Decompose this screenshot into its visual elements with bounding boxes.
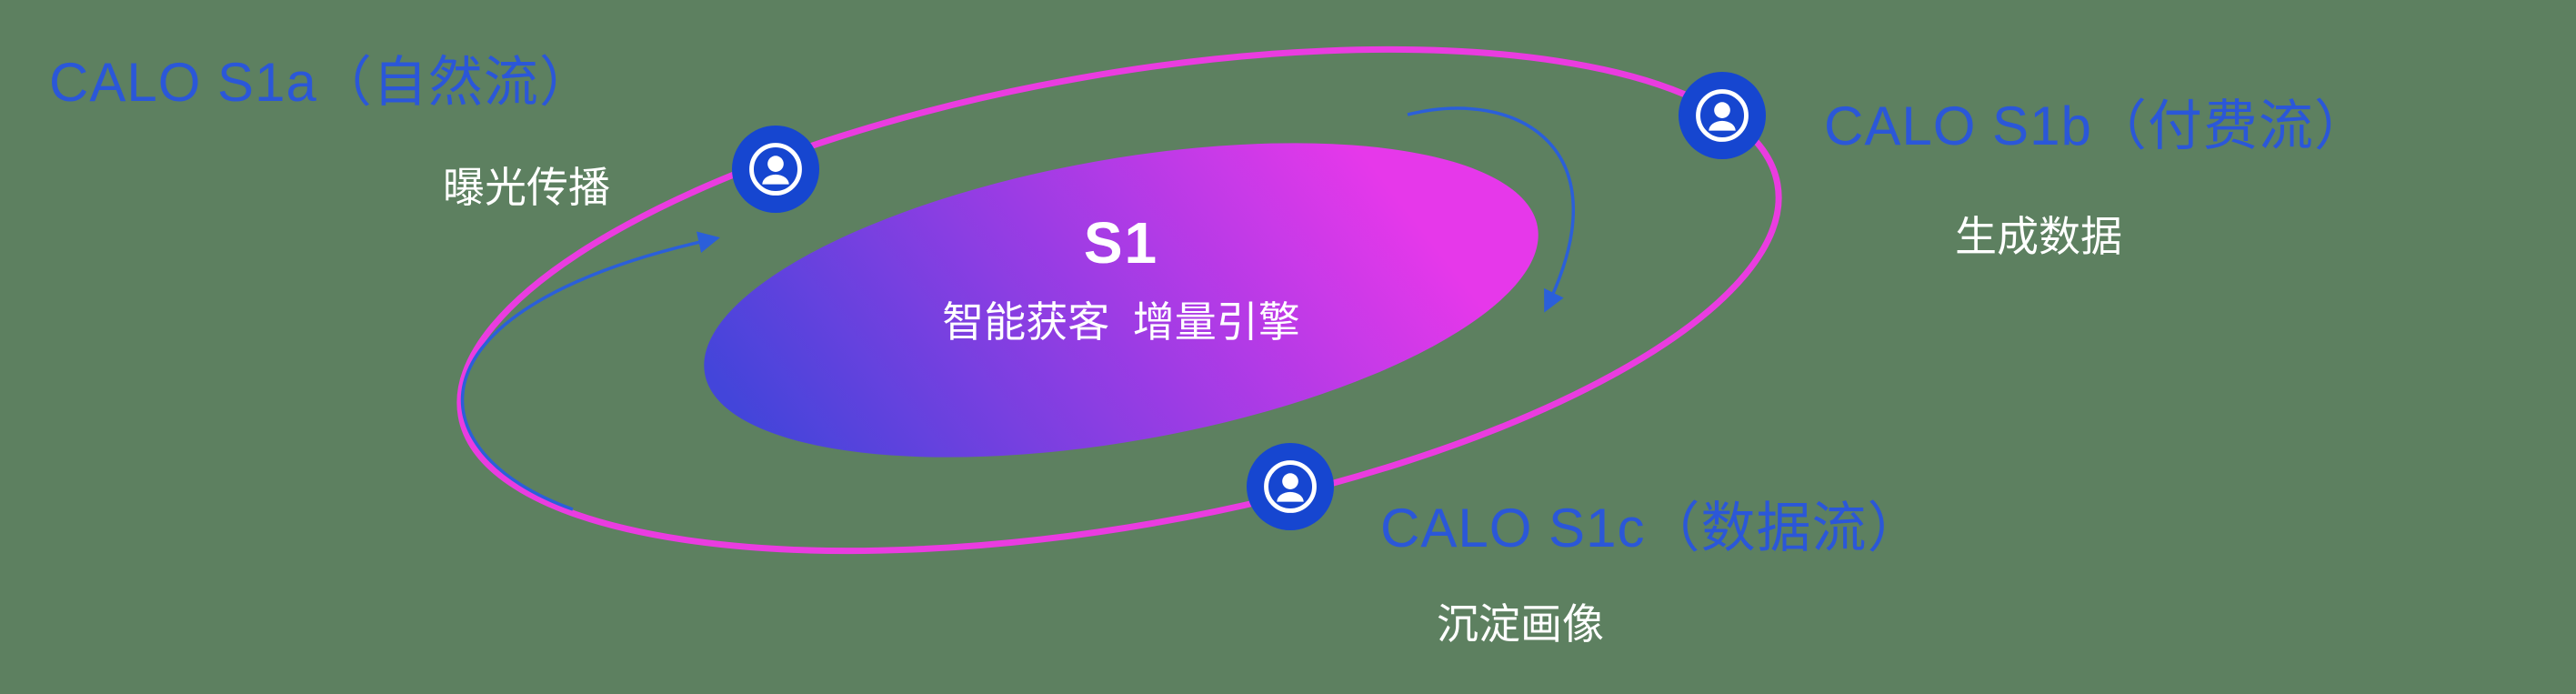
sublabel-s1c: 沉淀画像 (1437, 600, 1604, 648)
node-s1c (1246, 442, 1335, 531)
flow-arrow-right (1407, 106, 1575, 313)
center-subtitle: 智能获客 增量引擎 (942, 298, 1300, 346)
node-s1a (731, 125, 820, 214)
sublabel-s1b: 生成数据 (1955, 213, 2122, 260)
label-s1b: CALO S1b（付费流） (1824, 96, 2370, 156)
node-s1b (1678, 71, 1767, 160)
sublabel-s1a: 曝光传播 (443, 164, 610, 211)
label-s1a: CALO S1a（自然流） (49, 52, 595, 113)
center-title: S1 (1083, 210, 1159, 276)
user-icon (1246, 442, 1335, 531)
label-s1c: CALO S1c（数据流） (1380, 498, 1923, 558)
orbit-ring (456, 45, 1782, 555)
user-icon (1678, 71, 1767, 160)
flow-arrow-left (460, 231, 720, 511)
user-icon (731, 125, 820, 214)
